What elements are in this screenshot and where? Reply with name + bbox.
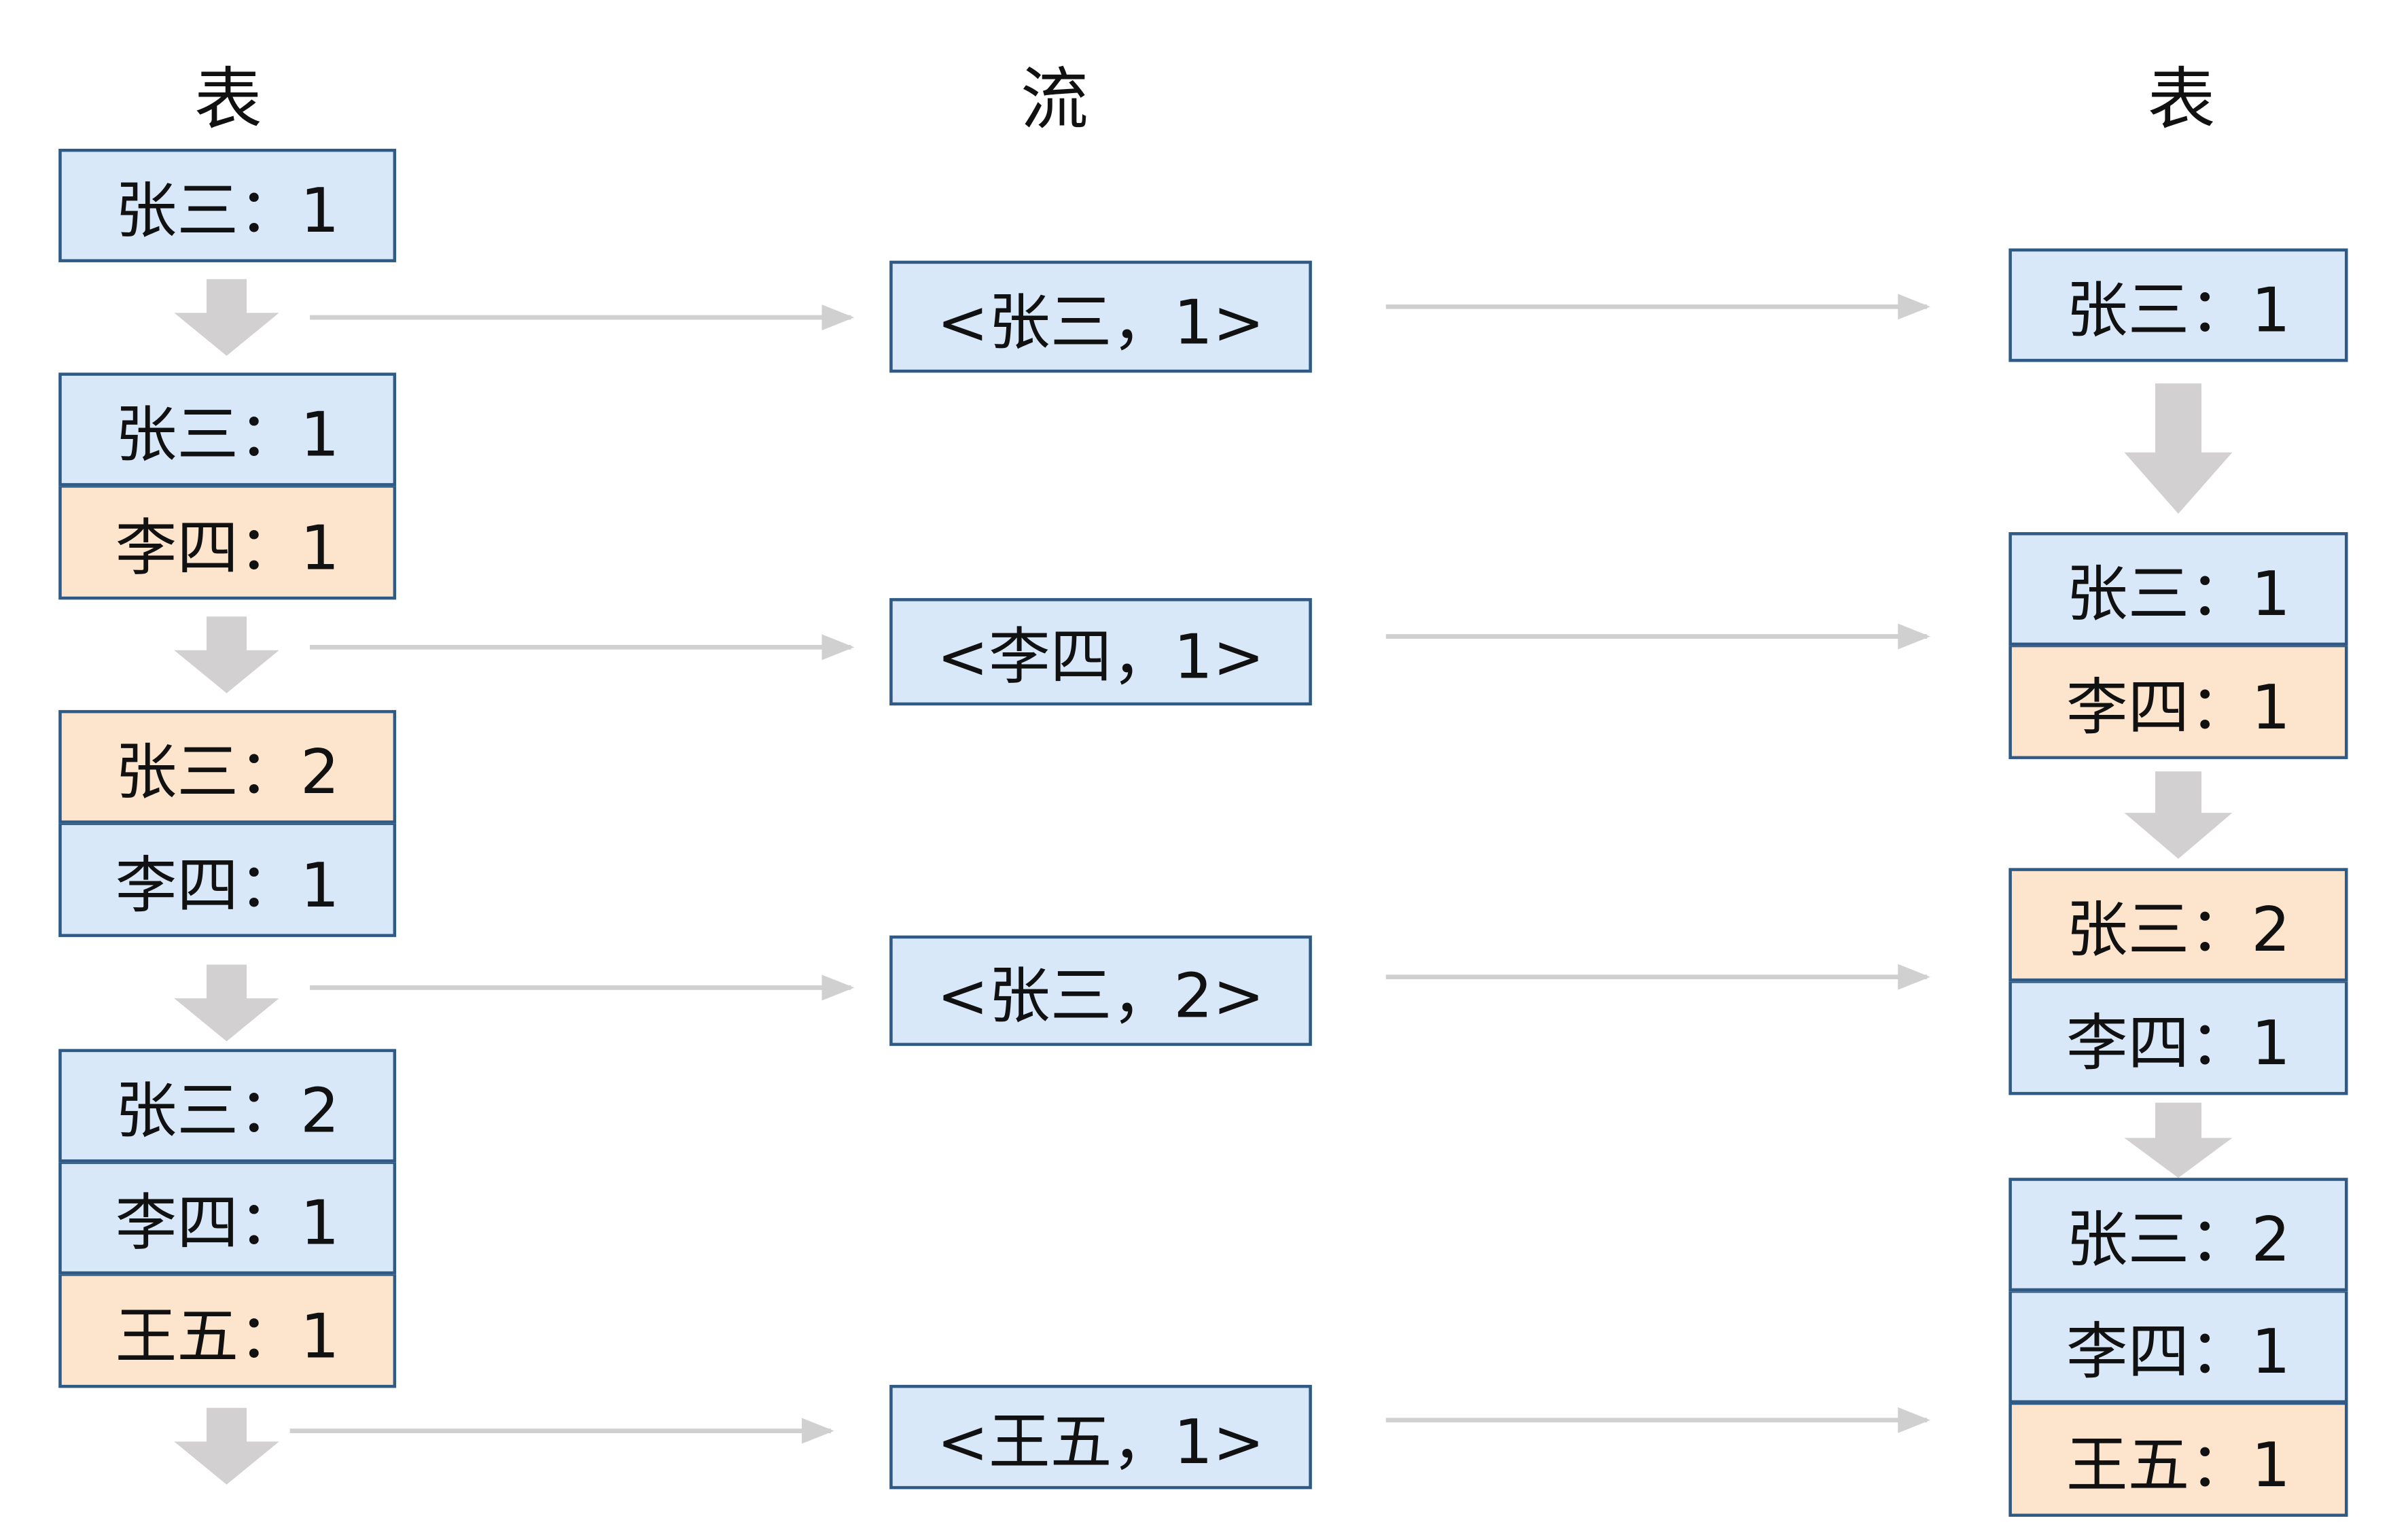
right-table-snapshot-2-row: 张三：1 — [2008, 532, 2348, 646]
left-table-snapshot-2-row: 李四：1 — [58, 486, 397, 600]
stream-record: <张三，1> — [889, 260, 1312, 373]
down-arrow-icon — [174, 964, 279, 1042]
right-table-snapshot-2-row: 李四：1 — [2008, 646, 2348, 760]
left-table-snapshot-3-row: 张三：2 — [58, 709, 397, 824]
down-arrow-icon — [2124, 1102, 2233, 1178]
right-column-header: 表 — [2147, 61, 2216, 140]
stream-record: <张三，2> — [889, 935, 1312, 1047]
left-table-snapshot-4-row: 李四：1 — [58, 1162, 397, 1275]
left-table-snapshot-3-row: 李四：1 — [58, 823, 397, 937]
right-table-snapshot-4-row: 张三：2 — [2008, 1178, 2348, 1292]
down-arrow-icon — [174, 616, 279, 694]
middle-column-header: 流 — [1021, 61, 1088, 140]
stream-record: <王五，1> — [889, 1384, 1312, 1490]
left-table-snapshot-4-row: 张三：2 — [58, 1049, 397, 1163]
right-table-snapshot-4-row: 李四：1 — [2008, 1291, 2348, 1403]
left-column-header: 表 — [194, 61, 262, 140]
down-arrow-icon — [174, 279, 279, 356]
right-table-snapshot-1-row: 张三：1 — [2008, 248, 2348, 362]
right-table-snapshot-3-row: 李四：1 — [2008, 981, 2348, 1095]
left-table-snapshot-4-row: 王五：1 — [58, 1274, 397, 1388]
stream-record: <李四，1> — [889, 598, 1312, 706]
down-arrow-icon — [2124, 771, 2233, 859]
left-table-snapshot-2-row: 张三：1 — [58, 372, 397, 487]
right-table-snapshot-3-row: 张三：2 — [2008, 868, 2348, 982]
left-table-snapshot-1-row: 张三：1 — [58, 148, 397, 262]
down-arrow-icon — [174, 1407, 279, 1485]
down-arrow-icon — [2124, 383, 2233, 514]
right-table-snapshot-4-row: 王五：1 — [2008, 1403, 2348, 1517]
